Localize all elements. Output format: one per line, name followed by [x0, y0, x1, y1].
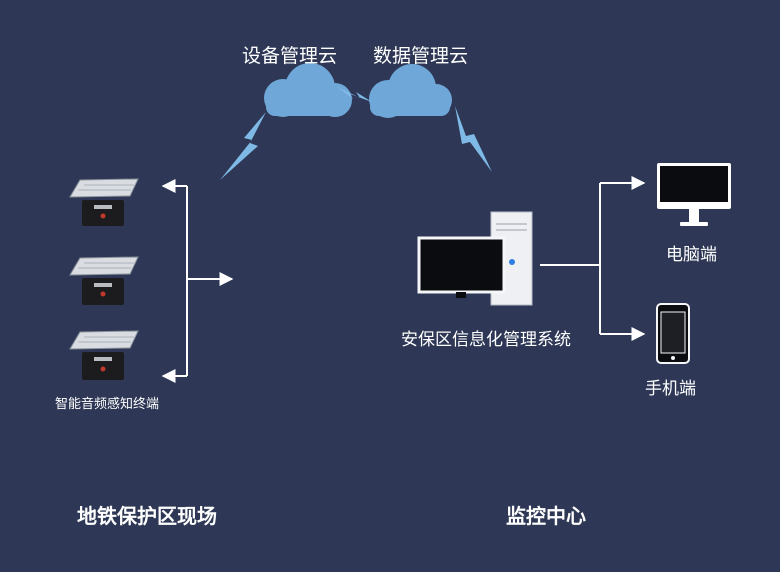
management-system-label: 安保区信息化管理系统 [401, 330, 571, 350]
audio-terminal-icon [69, 330, 139, 380]
center-link-lightning-icon [455, 106, 492, 172]
phone-client-label: 手机端 [645, 379, 696, 399]
data-cloud-label: 数据管理云 [373, 45, 469, 67]
client-connector [540, 176, 646, 341]
audio-terminal-icon [69, 178, 139, 226]
data-cloud-icon [369, 64, 452, 118]
field-link-lightning-icon [220, 112, 266, 180]
management-system-icon [417, 211, 533, 306]
terminal-label: 智能音频感知终端 [54, 397, 159, 412]
terminal-connector [161, 179, 234, 383]
monitor-section-title: 监控中心 [506, 504, 586, 528]
field-section-title: 地铁保护区现场 [77, 504, 217, 528]
device-cloud-icon [264, 63, 352, 117]
pc-client-label: 电脑端 [666, 245, 717, 265]
audio-terminal-icon [69, 256, 139, 305]
cloud-link-lightning-icon [336, 86, 372, 102]
mobile-phone-icon [656, 303, 690, 364]
desktop-computer-icon [657, 163, 731, 226]
device-cloud-label: 设备管理云 [242, 45, 338, 67]
